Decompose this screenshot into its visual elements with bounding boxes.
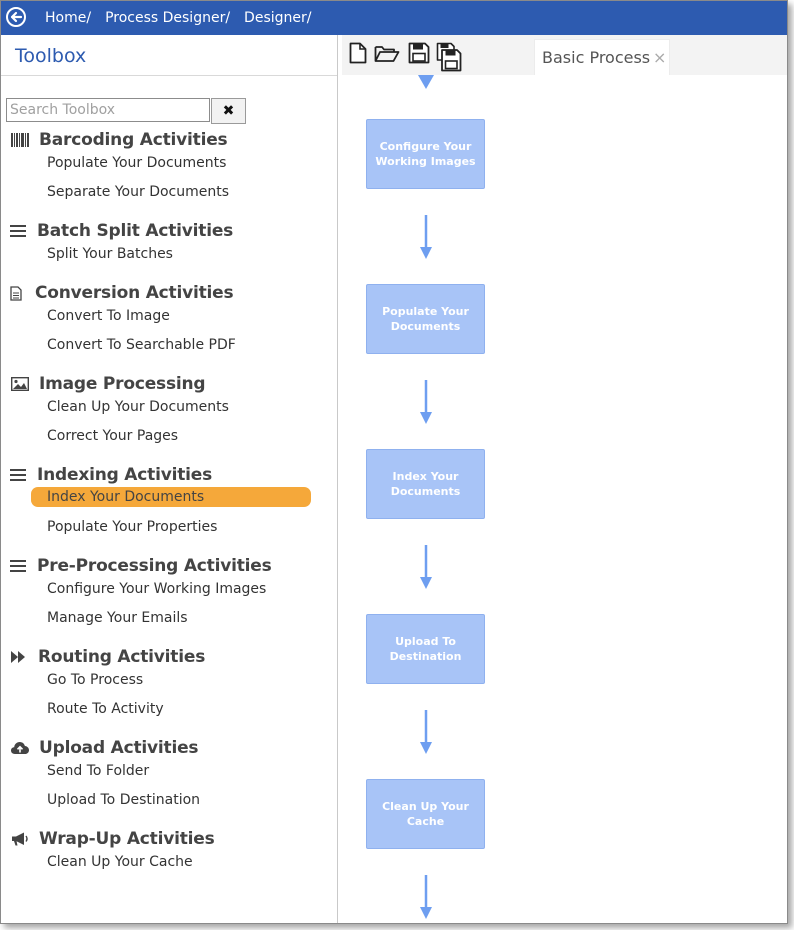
toolbox-title: Toolbox — [15, 45, 87, 67]
designer-panel: Basic Process × Configure Your Working I… — [342, 35, 787, 923]
flow-connectors — [418, 75, 434, 919]
toolbox-divider — [1, 75, 337, 76]
flow-arrow — [420, 545, 432, 589]
open-folder-icon[interactable] — [374, 42, 400, 68]
flow-arrow — [420, 215, 432, 259]
top-navigation-bar: Home/ Process Designer/ Designer/ — [1, 1, 787, 35]
toolbox-item-go-to-process[interactable]: Go To Process — [47, 672, 144, 688]
group-image-processing[interactable]: Image Processing — [11, 374, 206, 394]
cloud-upload-icon — [11, 740, 29, 756]
tab-basic-process[interactable]: Basic Process × — [534, 39, 670, 75]
group-upload-activities[interactable]: Upload Activities — [11, 738, 199, 758]
flow-step-clean-up-your-cache[interactable]: Clean Up Your Cache — [366, 779, 485, 849]
toolbox-item-populate-your-properties[interactable]: Populate Your Properties — [47, 519, 218, 535]
flow-arrow — [420, 875, 432, 919]
toolbox-item-manage-your-emails[interactable]: Manage Your Emails — [47, 610, 188, 626]
toolbox-item-convert-to-searchable-pdf[interactable]: Convert To Searchable PDF — [47, 337, 236, 353]
new-document-icon[interactable] — [349, 42, 367, 68]
list-icon — [9, 223, 27, 239]
group-label: Conversion Activities — [35, 283, 234, 303]
flow-step-populate-your-documents[interactable]: Populate Your Documents — [366, 284, 485, 354]
group-label: Wrap-Up Activities — [39, 829, 215, 849]
toolbox-panel: Toolbox ✖ Barcoding Activities Populate … — [1, 35, 338, 923]
flow-arrow — [420, 380, 432, 424]
group-pre-processing-activities[interactable]: Pre-Processing Activities — [9, 556, 272, 576]
group-routing-activities[interactable]: Routing Activities — [10, 647, 205, 667]
save-as-icon[interactable] — [436, 42, 462, 76]
toolbox-item-clean-up-your-cache[interactable]: Clean Up Your Cache — [47, 854, 193, 870]
group-indexing-activities[interactable]: Indexing Activities — [9, 465, 212, 485]
save-icon[interactable] — [408, 42, 430, 68]
list-icon — [9, 558, 27, 574]
toolbox-item-upload-to-destination[interactable]: Upload To Destination — [47, 792, 201, 808]
toolbox-item-configure-your-working-images[interactable]: Configure Your Working Images — [47, 581, 267, 597]
group-label: Image Processing — [39, 374, 206, 394]
tab-label: Basic Process — [542, 48, 651, 67]
toolbox-item-send-to-folder[interactable]: Send To Folder — [47, 763, 150, 779]
group-label: Indexing Activities — [37, 465, 213, 485]
group-label: Batch Split Activities — [37, 221, 234, 241]
toolbox-item-route-to-activity[interactable]: Route To Activity — [47, 701, 164, 717]
search-input[interactable] — [6, 98, 210, 122]
group-barcoding-activities[interactable]: Barcoding Activities — [11, 130, 228, 150]
megaphone-icon — [11, 831, 29, 847]
designer-toolbar: Basic Process × — [342, 35, 787, 75]
back-arrow-icon[interactable] — [6, 7, 26, 27]
document-icon — [7, 285, 25, 301]
toolbox-item-convert-to-image[interactable]: Convert To Image — [47, 308, 170, 324]
group-wrap-up-activities[interactable]: Wrap-Up Activities — [11, 829, 215, 849]
clear-search-button[interactable]: ✖ — [211, 98, 246, 124]
group-label: Barcoding Activities — [39, 130, 228, 150]
breadcrumb-home[interactable]: Home/ — [45, 10, 92, 26]
group-label: Upload Activities — [39, 738, 199, 758]
list-icon — [9, 467, 27, 483]
flow-step-index-your-documents[interactable]: Index Your Documents — [366, 449, 485, 519]
breadcrumb-designer[interactable]: Designer/ — [244, 10, 312, 26]
toolbox-item-separate-your-documents[interactable]: Separate Your Documents — [47, 184, 230, 200]
toolbox-item-populate-your-documents[interactable]: Populate Your Documents — [47, 155, 227, 171]
toolbox-item-correct-your-pages[interactable]: Correct Your Pages — [47, 428, 179, 444]
barcode-icon — [11, 132, 29, 148]
close-icon[interactable]: × — [653, 48, 667, 67]
flow-step-configure-your-working-images[interactable]: Configure Your Working Images — [366, 119, 485, 189]
fast-forward-icon — [10, 649, 28, 665]
breadcrumb-process-designer[interactable]: Process Designer/ — [105, 10, 231, 26]
flow-arrow — [418, 75, 434, 89]
group-conversion-activities[interactable]: Conversion Activities — [7, 283, 234, 303]
toolbox-item-split-your-batches[interactable]: Split Your Batches — [47, 246, 173, 262]
toolbox-item-index-your-documents[interactable]: Index Your Documents — [31, 487, 311, 507]
flow-step-upload-to-destination[interactable]: Upload To Destination — [366, 614, 485, 684]
breadcrumb: Home/ Process Designer/ Designer/ — [45, 10, 311, 26]
flow-arrow — [420, 710, 432, 754]
toolbox-item-clean-up-your-documents[interactable]: Clean Up Your Documents — [47, 399, 229, 415]
group-label: Routing Activities — [38, 647, 206, 667]
group-batch-split-activities[interactable]: Batch Split Activities — [9, 221, 233, 241]
group-label: Pre-Processing Activities — [37, 556, 272, 576]
image-icon — [11, 376, 29, 392]
